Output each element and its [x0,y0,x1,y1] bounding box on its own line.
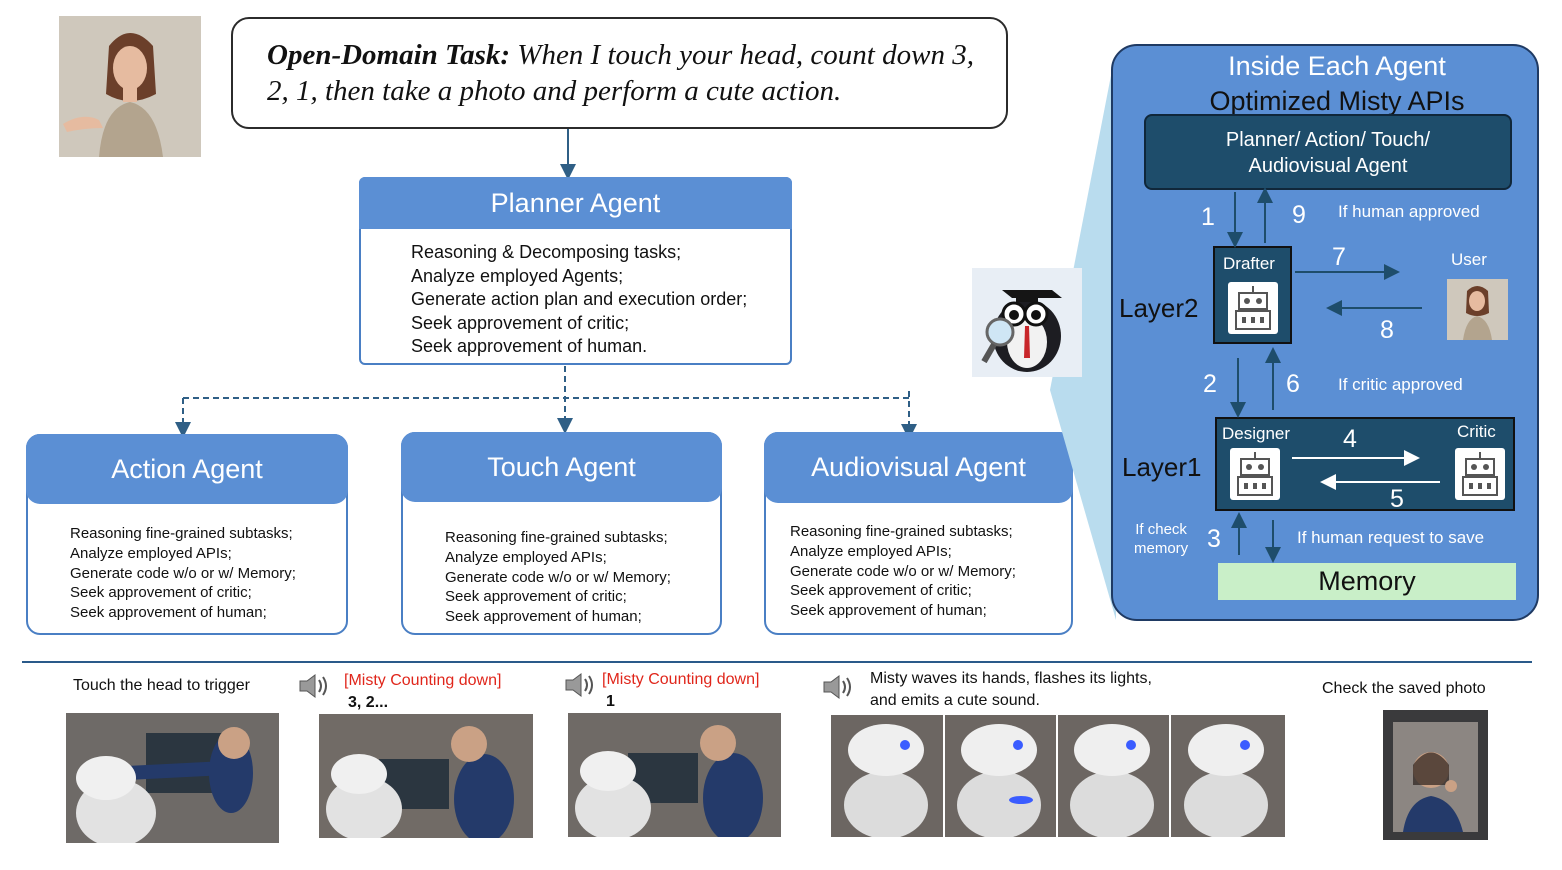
count1-label: [Misty Counting down] [344,672,502,689]
touch-agent-title: Touch Agent [401,432,722,502]
drafter-robot-icon [1228,282,1278,334]
action-agent-card: Action Agent Reasoning fine-grained subt… [26,434,348,635]
planner-agent-card: Planner Agent Reasoning & Decomposing ta… [359,177,792,365]
planner-line: Analyze employed Agents; [411,265,624,286]
agent-line: Reasoning fine-grained subtasks; [70,525,293,542]
planner-line: Seek approvement of human. [411,336,648,356]
agent-line: Seek approvement of critic; [445,588,627,606]
speaker-icon [297,672,331,705]
saved-photo [1383,710,1488,840]
robot-photo [66,713,279,843]
count2-value: 1 [606,693,615,710]
agent-line: Seek approvement of critic; [70,584,252,602]
task-box: Open-Domain Task: When I touch your head… [231,17,1008,129]
robot-photo [568,713,781,837]
robot-photo [319,714,533,838]
flow-arrows [175,129,917,440]
task-label: Open-Domain Task: [267,39,511,71]
panel-title: Inside Each Agent [1228,51,1446,81]
memory-box: Memory [1218,563,1516,600]
agent-type-line: Planner/ Action/ Touch/ [1225,129,1431,151]
note-check-memory-line: memory [1134,540,1189,557]
designer-label: Designer [1222,424,1291,443]
task-text: When I touch your head, count down 3, 2,… [267,39,974,107]
panel-subtitle: Optimized Misty APIs [1209,86,1465,116]
step-8: 8 [1380,316,1394,344]
agent-line: Seek approvement of human; [70,604,267,622]
robot-photo [831,715,1285,837]
agent-line: Reasoning fine-grained subtasks; [445,529,668,546]
step-3: 3 [1207,525,1221,553]
agent-line: Generate code w/o or w/ Memory; [70,564,296,582]
agent-type-box: Planner/ Action/ Touch/ Audiovisual Agen… [1144,114,1512,190]
count1-value: 3, 2... [348,694,389,711]
touch-agent-body: Reasoning fine-grained subtasks; Analyze… [445,528,720,627]
step-2: 2 [1203,370,1217,398]
panel-arrows [1227,187,1440,563]
drafter-label: Drafter [1223,254,1275,273]
person-avatar [59,16,201,157]
agent-line: Generate code w/o or w/ Memory; [445,568,671,586]
section-divider [22,661,1532,663]
planner-line: Reasoning & Decomposing tasks; [411,242,682,262]
layer1-label: Layer1 [1122,452,1202,482]
designer-robot-icon [1230,448,1280,500]
agent-line: Seek approvement of human; [790,602,987,620]
layer1-box: Designer Critic [1215,417,1515,511]
audiovisual-agent-card: Audiovisual Agent Reasoning fine-grained… [764,432,1073,635]
agent-line: Analyze employed APIs; [445,548,607,566]
agent-line: Seek approvement of critic; [790,582,972,600]
note-human-approved: If human approved [1338,202,1480,221]
note-save: If human request to save [1297,528,1485,547]
speaker-icon [821,673,855,706]
wave-caption: Misty waves its hands, flashes its light… [870,668,1152,712]
wave-caption-line: and emits a cute sound. [870,692,1040,709]
step-6: 6 [1286,370,1300,398]
speaker-icon [563,671,597,704]
step-5: 5 [1390,485,1404,513]
agent-line: Analyze employed APIs; [70,544,232,562]
planner-line: Generate action plan and execution order… [411,289,748,309]
step-9: 9 [1292,201,1306,229]
step-4: 4 [1343,425,1357,453]
professor-penguin-icon [972,268,1082,377]
agent-line: Reasoning fine-grained subtasks; [790,523,1013,540]
note-check-memory: If check memory [1134,520,1188,558]
note-check-memory-line: If check [1135,521,1187,538]
step-1: 1 [1201,203,1215,231]
user-avatar [1447,279,1508,340]
audiovisual-agent-body: Reasoning fine-grained subtasks; Analyze… [790,522,1071,621]
agent-type-line: Audiovisual Agent [1248,155,1408,177]
drafter-box: Drafter [1213,246,1292,344]
action-agent-body: Reasoning fine-grained subtasks; Analyze… [70,524,346,623]
planner-agent-title: Planner Agent [359,177,792,229]
audiovisual-agent-title: Audiovisual Agent [764,432,1073,503]
layer2-label: Layer2 [1119,293,1199,323]
agent-line: Generate code w/o or w/ Memory; [790,562,1016,580]
user-label: User [1451,250,1487,269]
agent-line: Seek approvement of human; [445,608,642,626]
critic-robot-icon [1455,448,1505,500]
planner-line: Seek approvement of critic; [411,312,630,333]
agent-line: Analyze employed APIs; [790,542,952,560]
zoom-wedge [1050,60,1116,620]
critic-label: Critic [1457,422,1496,441]
wave-caption-line: Misty waves its hands, flashes its light… [870,670,1152,687]
step-7: 7 [1332,243,1346,271]
saved-caption: Check the saved photo [1322,680,1486,697]
note-critic-approved: If critic approved [1338,375,1463,394]
trigger-caption: Touch the head to trigger [73,677,251,694]
touch-agent-card: Touch Agent Reasoning fine-grained subta… [401,432,722,635]
planner-agent-body: Reasoning & Decomposing tasks; Analyze e… [411,241,790,359]
count2-label: [Misty Counting down] [602,671,760,688]
action-agent-title: Action Agent [26,434,348,504]
